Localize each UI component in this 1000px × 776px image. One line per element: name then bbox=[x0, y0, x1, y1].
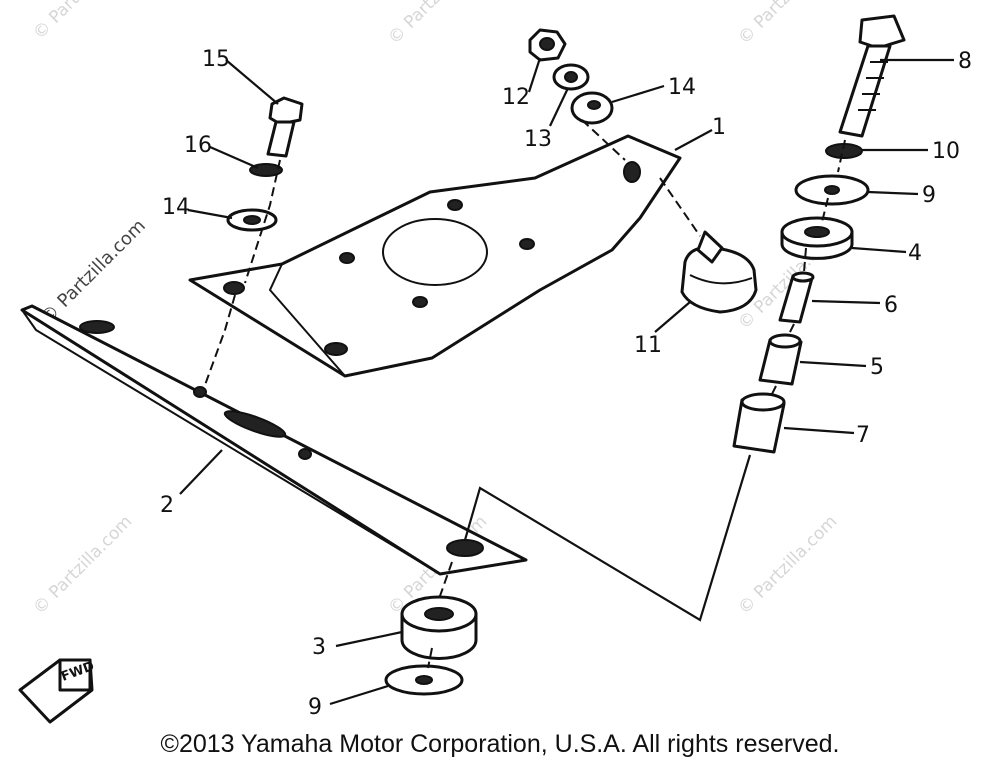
part-3-damper bbox=[400, 595, 478, 660]
callout-16: 16 bbox=[184, 133, 212, 158]
part-15-bolt bbox=[266, 96, 304, 158]
watermark: © Partzilla.com bbox=[734, 0, 841, 49]
watermark: © Partzilla.com bbox=[734, 512, 841, 619]
callout-15: 15 bbox=[202, 47, 230, 72]
part-2-bracket bbox=[20, 304, 528, 576]
part-7-collar bbox=[732, 392, 786, 454]
callout-12: 12 bbox=[502, 85, 530, 110]
part-4-washer-left bbox=[226, 208, 278, 232]
part-6-sleeve bbox=[778, 271, 815, 324]
callout-7: 7 bbox=[856, 423, 870, 448]
watermark: © Partzilla.com bbox=[29, 512, 136, 619]
part-13-lock-washer bbox=[552, 63, 590, 91]
part-1-mounting-plate bbox=[188, 134, 682, 378]
callout-10: 10 bbox=[932, 139, 960, 164]
part-9-washer-upper bbox=[794, 174, 870, 206]
callout-4: 4 bbox=[908, 241, 922, 266]
part-5-bushing bbox=[758, 333, 803, 386]
callout-13: 13 bbox=[524, 127, 552, 152]
callout-8: 8 bbox=[958, 49, 972, 74]
callout-3: 3 bbox=[312, 635, 326, 660]
callout-14-left: 14 bbox=[162, 195, 190, 220]
callout-6: 6 bbox=[884, 293, 898, 318]
watermark: © Partzilla.com bbox=[29, 0, 136, 44]
watermark: © Partzilla.com bbox=[384, 0, 491, 49]
callout-1: 1 bbox=[712, 115, 726, 140]
callout-5: 5 bbox=[870, 355, 884, 380]
callout-9-lower: 9 bbox=[308, 695, 322, 720]
fwd-arrow-icon: FWD bbox=[18, 658, 97, 724]
leader-lines bbox=[179, 57, 954, 706]
part-8-bolt bbox=[838, 14, 906, 138]
watermark: © Partzilla.com bbox=[37, 215, 150, 328]
part-4-washer-right bbox=[780, 216, 854, 260]
copyright-notice: ©2013 Yamaha Motor Corporation, U.S.A. A… bbox=[160, 730, 840, 758]
assembly-lines bbox=[204, 119, 846, 669]
callout-14-top: 14 bbox=[668, 75, 696, 100]
callouts: 15 16 14 12 13 14 1 2 3 9 8 10 9 4 6 5 7… bbox=[160, 47, 972, 720]
part-11-rubber-mount bbox=[680, 230, 758, 314]
part-12-nut bbox=[528, 28, 567, 62]
callout-2: 2 bbox=[160, 493, 174, 518]
part-9-washer-lower bbox=[384, 664, 464, 696]
part-14-washer-upper bbox=[570, 91, 614, 125]
callout-11: 11 bbox=[634, 333, 662, 358]
callout-9-upper: 9 bbox=[922, 183, 936, 208]
